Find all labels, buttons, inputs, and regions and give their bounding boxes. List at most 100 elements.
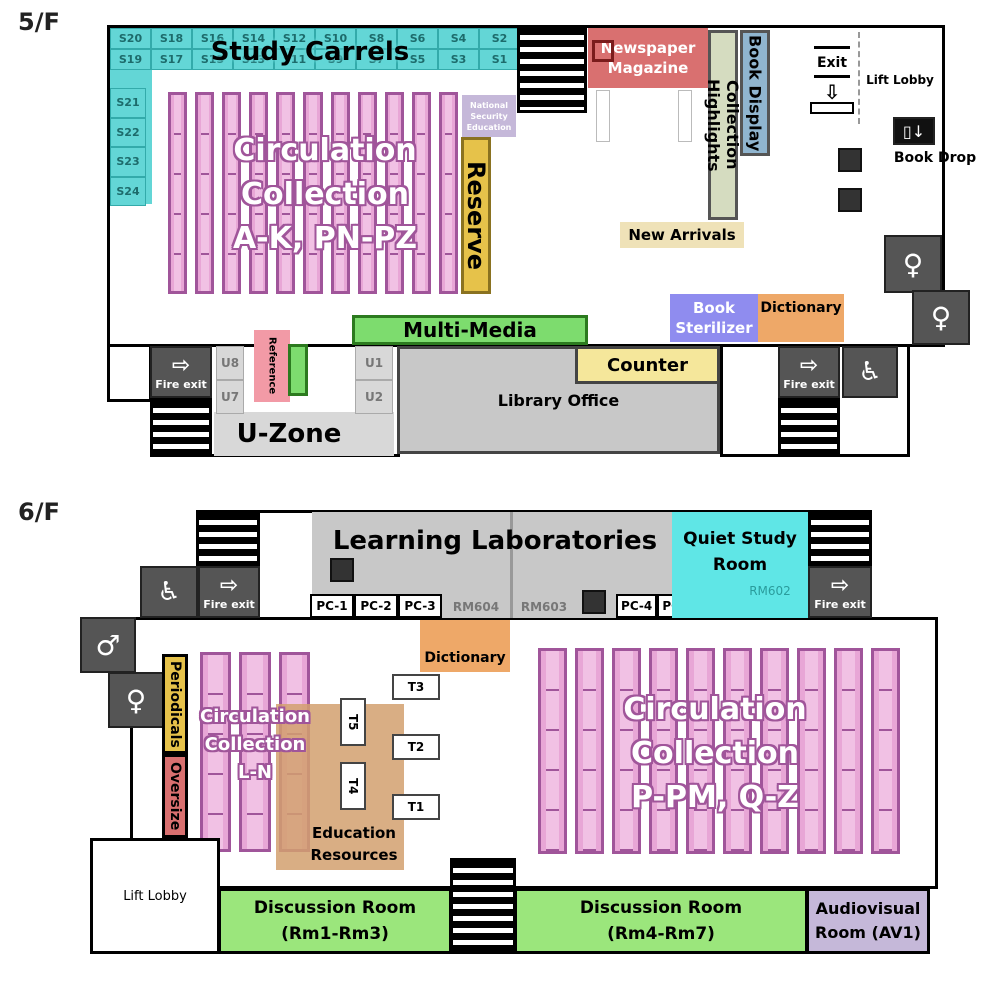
- u-zone-seat[interactable]: U2: [355, 380, 393, 414]
- carrel-seat[interactable]: S1: [479, 49, 520, 70]
- carrel-seat[interactable]: S7: [356, 49, 397, 70]
- table-t4-label: T4: [346, 777, 360, 795]
- education-resources-label: Education Resources: [306, 820, 402, 868]
- book-sterilizer: Book Sterilizer: [670, 294, 758, 342]
- discussion-room-rm1-rm3[interactable]: Discussion Room (Rm1-Rm3): [218, 888, 452, 954]
- wheelchair-icon: ♿: [842, 346, 898, 398]
- pc-station[interactable]: PC-3: [398, 594, 442, 618]
- circulation-l-n-label: Circulation Collection L-N: [186, 700, 324, 790]
- male-toilet-icon: ♂: [80, 617, 136, 673]
- audiovisual-room[interactable]: Audiovisual Room (AV1): [806, 888, 930, 954]
- education-resources-line1: Education: [312, 824, 396, 842]
- counter: Counter: [575, 346, 720, 384]
- bookshelf-cells: [656, 651, 671, 851]
- carrel-seat[interactable]: S16: [192, 28, 233, 49]
- carrel-seat[interactable]: S9: [315, 49, 356, 70]
- carrel-seat[interactable]: S19: [110, 49, 151, 70]
- fire-exit-icon: ⇨ Fire exit: [198, 566, 260, 618]
- carrel-seat[interactable]: S18: [151, 28, 192, 49]
- carrel-seat[interactable]: S15: [192, 49, 233, 70]
- table-t3[interactable]: T3: [392, 674, 440, 700]
- stairs-6f-top-right: [808, 510, 872, 568]
- table-t2[interactable]: T2: [392, 734, 440, 760]
- lift-lobby-5f-label: Lift Lobby: [866, 73, 934, 87]
- bookshelf: [538, 648, 567, 854]
- carrel-seat[interactable]: S14: [233, 28, 274, 49]
- carrel-seat[interactable]: S22: [110, 117, 146, 147]
- table-t5[interactable]: T5: [340, 698, 366, 746]
- pc-station[interactable]: PC-2: [354, 594, 398, 618]
- book-sterilizer-line1: Book: [692, 299, 736, 317]
- bookshelf-cells: [247, 655, 263, 849]
- collection-highlights: Collection Highlights: [704, 30, 742, 220]
- newspaper-label: Newspaper: [600, 39, 696, 57]
- fire-exit-icon: ⇨ Fire exit: [778, 346, 840, 398]
- bookshelf-cells: [254, 95, 263, 291]
- carrel-seat[interactable]: S6: [397, 28, 438, 49]
- oversize-label: Oversize: [167, 761, 183, 831]
- bookshelf-cells: [545, 651, 560, 851]
- rm602-label: RM602: [749, 584, 791, 598]
- carrel-seat[interactable]: S8: [356, 28, 397, 49]
- fire-exit-6f-right-label: Fire exit: [814, 598, 866, 611]
- bookshelf-cells: [200, 95, 209, 291]
- rm603-label: RM603: [520, 600, 568, 614]
- exit-line-icon: [814, 46, 850, 49]
- bookshelf-cells: [390, 95, 399, 291]
- printer-icon: [330, 558, 354, 582]
- circulation-p-z-line2: Collection: [631, 736, 799, 771]
- printer-icon: [582, 590, 606, 614]
- u-zone-seat[interactable]: U8: [216, 346, 244, 380]
- carrel-seat[interactable]: S21: [110, 88, 146, 118]
- bookshelf: [612, 648, 641, 854]
- bookshelf-cells: [619, 651, 634, 851]
- circulation-l-n-line1: Circulation: [199, 706, 310, 727]
- carrel-seat[interactable]: S11: [274, 49, 315, 70]
- carrel-seat[interactable]: S4: [438, 28, 479, 49]
- u-zone-seat[interactable]: U7: [216, 380, 244, 414]
- carrel-seat[interactable]: S20: [110, 28, 151, 49]
- bookshelf-cells: [173, 95, 182, 291]
- table-t5-label: T5: [346, 713, 360, 731]
- reserve-area: Reserve: [461, 137, 491, 294]
- national-security-line1: National: [470, 100, 508, 110]
- pc-station[interactable]: PC-4: [616, 594, 658, 618]
- circulation-shelves-p-z: [538, 648, 900, 854]
- carrel-seat[interactable]: S17: [151, 49, 192, 70]
- circulation-l-n-line3: L-N: [237, 762, 272, 783]
- fire-exit-5f-left-label: Fire exit: [155, 378, 207, 391]
- periodicals-label: Periodicals: [167, 660, 183, 748]
- education-resources-line2: Resources: [310, 846, 398, 864]
- periodicals-shelf: Periodicals: [162, 654, 188, 754]
- bookshelf-cells: [841, 651, 856, 851]
- u-zone-seat[interactable]: U1: [355, 346, 393, 380]
- newspaper-chairs: [596, 90, 610, 142]
- carrel-seat[interactable]: S10: [315, 28, 356, 49]
- exit-5f: Exit ⇩: [808, 40, 856, 120]
- table-t4[interactable]: T4: [340, 762, 366, 810]
- bookshelf-cells: [363, 95, 372, 291]
- pc-station[interactable]: PC-1: [310, 594, 354, 618]
- female-toilet-icon: ♀: [108, 672, 164, 728]
- bookshelf-cells: [693, 651, 708, 851]
- printer-icon: [838, 188, 862, 212]
- exit-5f-label: Exit: [816, 55, 848, 71]
- discussion-room-rm4-rm7[interactable]: Discussion Room (Rm4-Rm7): [514, 888, 808, 954]
- table-t1[interactable]: T1: [392, 794, 440, 820]
- bookshelf-cells: [309, 95, 317, 291]
- carrel-seat[interactable]: S12: [274, 28, 315, 49]
- carrel-seat[interactable]: S5: [397, 49, 438, 70]
- bookshelf: [411, 92, 431, 294]
- carrel-seat[interactable]: S13: [233, 49, 274, 70]
- stairs-5f-top: [517, 25, 587, 113]
- rm604-label: RM604: [452, 600, 500, 614]
- carrel-seat[interactable]: S23: [110, 147, 146, 177]
- carrel-seat[interactable]: S2: [479, 28, 520, 49]
- bookshelf: [575, 648, 604, 854]
- carrel-seat[interactable]: S24: [110, 176, 146, 206]
- bookshelf: [686, 648, 715, 854]
- carrel-seat[interactable]: S3: [438, 49, 479, 70]
- discussion-right-line1: Discussion Room: [579, 898, 743, 918]
- bookshelf-cells: [804, 651, 819, 851]
